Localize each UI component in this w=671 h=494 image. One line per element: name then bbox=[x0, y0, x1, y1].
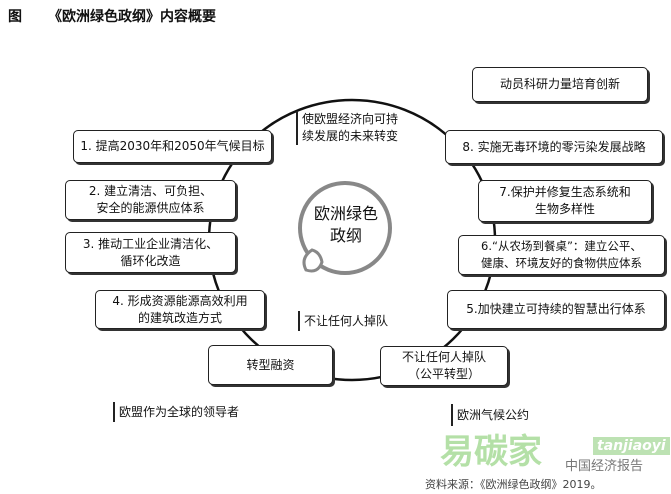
box-text: 6.“从农场到餐桌”：建立公平、 bbox=[481, 239, 642, 253]
center-title: 欧洲绿色政纲 bbox=[305, 203, 387, 247]
box-text: 的建筑改造方式 bbox=[137, 310, 222, 325]
box-text: 7.保护并修复生态系统和 bbox=[499, 185, 631, 199]
box-text: 动员科研力量培育创新 bbox=[499, 77, 620, 91]
box-1: 1. 提高2030年和2050年气候目标 bbox=[73, 130, 272, 163]
box-text: 转型融资 bbox=[246, 357, 295, 372]
box-8: 8. 实施无毒环境的零污染发展战略 bbox=[445, 130, 663, 164]
center-line2: 政纲 bbox=[329, 226, 362, 245]
box-7: 7.保护并修复生态系统和生物多样性 bbox=[478, 180, 652, 222]
watermark-site: tanjiaoyi bbox=[593, 437, 670, 455]
center-line1: 欧洲绿色 bbox=[313, 204, 378, 223]
box-5: 5.加快建立可持续的智慧出行体系 bbox=[447, 290, 665, 329]
figure-title: 《欧洲绿色政纲》内容概要 bbox=[48, 9, 216, 25]
label-leave-no-one: 不让任何人掉队 bbox=[298, 311, 388, 331]
box-text: 1. 提高2030年和2050年气候目标 bbox=[80, 139, 265, 153]
box-text: 生物多样性 bbox=[534, 202, 595, 216]
box-text: （公平转型） bbox=[407, 367, 480, 381]
label-climate-pact: 欧洲气候公约 bbox=[451, 404, 529, 426]
box-3: 3. 推动工业企业清洁化、循环化改造 bbox=[65, 232, 236, 273]
box-text: 4. 形成资源能源高效利用 bbox=[112, 293, 248, 308]
box-text: 健康、环境友好的食物供应体系 bbox=[481, 256, 642, 270]
leaf-icon bbox=[302, 248, 324, 273]
box-financing: 转型融资 bbox=[208, 345, 333, 385]
box-2: 2. 建立清洁、可负担、安全的能源供应体系 bbox=[65, 180, 236, 220]
box-6: 6.“从农场到餐桌”：建立公平、健康、环境友好的食物供应体系 bbox=[458, 235, 665, 275]
source-note: 资料来源：《欧洲绿色政纲》2019。 bbox=[425, 478, 602, 491]
box-text: 5.加快建立可持续的智慧出行体系 bbox=[466, 302, 646, 316]
box-innovation: 动员科研力量培育创新 bbox=[472, 67, 648, 102]
center-logo-ring bbox=[298, 181, 392, 275]
box-text: 循环化改造 bbox=[120, 253, 181, 268]
box-text: 8. 实施无毒环境的零污染发展战略 bbox=[462, 139, 646, 154]
box-4: 4. 形成资源能源高效利用的建筑改造方式 bbox=[95, 290, 265, 329]
box-text: 3. 推动工业企业清洁化、 bbox=[82, 236, 219, 251]
box-text: 2. 建立清洁、可负担、 bbox=[88, 184, 213, 198]
watermark-brand: 易碳家 bbox=[440, 432, 542, 472]
box-text: 不让任何人掉队 bbox=[401, 350, 486, 364]
box-text: 安全的能源供应体系 bbox=[96, 201, 205, 215]
label-line: 续发展的未来转变 bbox=[302, 129, 399, 143]
box-just-transition: 不让任何人掉队 （公平转型） bbox=[380, 346, 508, 386]
watermark-publisher: 中国经济报告 bbox=[565, 459, 644, 474]
label-global-leader: 欧盟作为全球的领导者 bbox=[113, 402, 239, 422]
label-future: 使欧盟经济向可持续发展的未来转变 bbox=[296, 111, 398, 145]
label-line: 使欧盟经济向可持 bbox=[302, 112, 399, 126]
figure-prefix: 图 bbox=[8, 9, 22, 25]
